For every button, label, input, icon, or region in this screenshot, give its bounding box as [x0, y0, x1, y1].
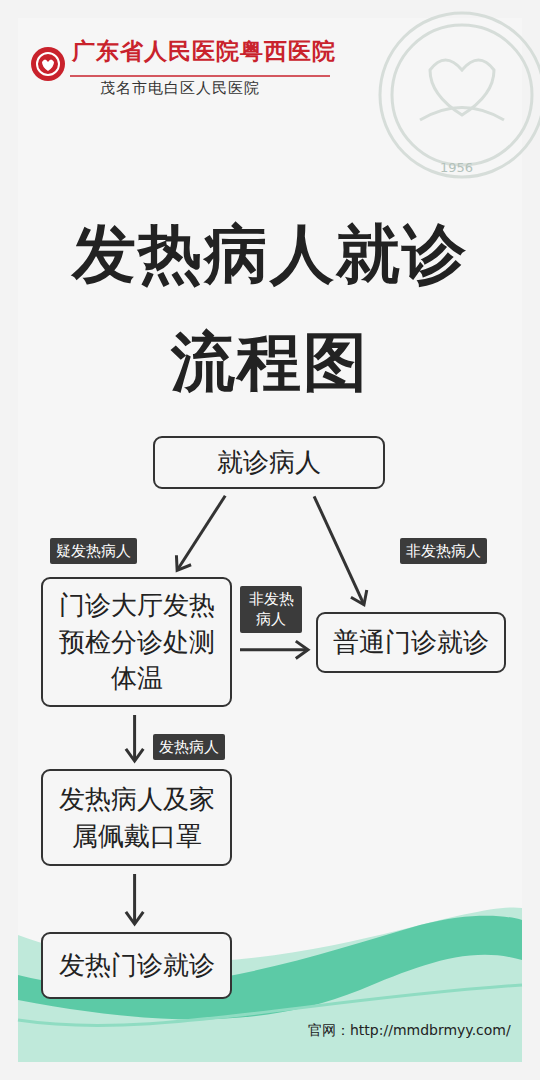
process-box: 发热门诊就诊	[41, 932, 232, 999]
logo-ring	[37, 53, 59, 75]
box-text: 就诊病人	[217, 444, 321, 480]
hospital-name: 广东省人民医院粤西医院	[72, 36, 336, 67]
arrow-head	[296, 641, 308, 658]
logo-circle	[31, 47, 65, 81]
connector-arrow	[314, 496, 367, 604]
process-box: 普通门诊就诊	[316, 612, 506, 673]
watermark-year: 1956	[440, 160, 473, 175]
connector-line	[177, 496, 225, 571]
logo-heart	[42, 60, 54, 72]
website: 官网：http://mmdbrmyy.com/	[308, 1022, 511, 1040]
edge-label: 疑发热病人	[50, 538, 137, 564]
connector-line	[133, 874, 136, 924]
box-text: 普通门诊就诊	[333, 624, 489, 660]
title: 发热病人就诊 流程图	[60, 200, 480, 416]
panel	[18, 18, 522, 1062]
arrow-head	[126, 912, 143, 924]
box-text: 发热病人及家属佩戴口罩	[53, 781, 220, 854]
connector-line	[240, 648, 308, 651]
process-box: 发热病人及家属佩戴口罩	[41, 769, 232, 866]
connector-arrow	[176, 496, 225, 571]
arrow-head	[351, 590, 367, 605]
hospital-subname: 茂名市电白区人民医院	[100, 79, 260, 98]
watermark-logo	[380, 13, 540, 177]
connector-arrow	[126, 715, 143, 761]
box-text: 发热门诊就诊	[59, 947, 215, 983]
edge-label: 非发热病人	[240, 586, 302, 633]
connector-arrow	[240, 641, 308, 658]
wave-light	[18, 907, 522, 1062]
box-text: 门诊大厅发热预检分诊处测体温	[53, 587, 220, 696]
header-rule	[70, 75, 330, 77]
edge-label: 发热病人	[153, 734, 225, 760]
process-box: 就诊病人	[153, 436, 385, 489]
connector-line	[314, 496, 364, 604]
arrow-head	[126, 749, 143, 761]
connector-arrow	[126, 874, 143, 924]
arrow-head	[176, 555, 191, 570]
process-box: 门诊大厅发热预检分诊处测体温	[41, 577, 232, 707]
connector-line	[133, 715, 136, 761]
wave-dark	[18, 916, 522, 1020]
edge-label: 非发热病人	[400, 538, 487, 564]
